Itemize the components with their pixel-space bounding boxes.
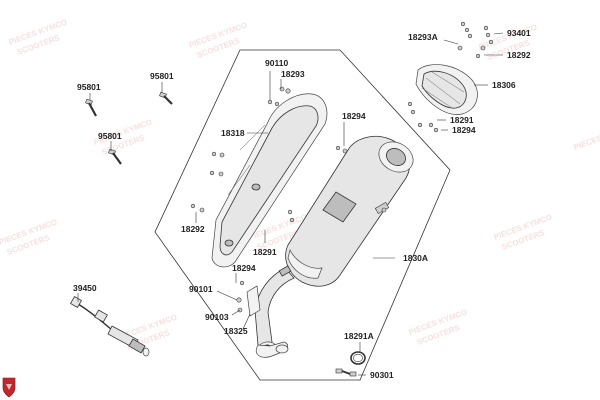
label-95801-a: 95801 [77, 82, 101, 92]
label-90110: 90110 [265, 58, 288, 68]
label-18291A: 18291A [344, 331, 374, 341]
label-18325: 18325 [224, 326, 248, 336]
label-93401: 93401 [507, 28, 531, 38]
label-90101: 90101 [189, 284, 213, 294]
label-18318: 18318 [221, 128, 245, 138]
part-labels: 95801 95801 95801 90110 18293 18318 1829… [73, 28, 531, 380]
heat-shield-18318 [211, 93, 328, 268]
screws-heat-shield [190, 86, 348, 213]
label-18294-c: 18294 [452, 125, 476, 135]
screws-end-cap [407, 21, 494, 133]
end-cap-18306 [415, 64, 478, 115]
label-18294-a: 18294 [342, 111, 366, 121]
watermark-group: PIECES KYMCO SCOOTERS PIECES KYMCO SCOOT… [0, 17, 600, 351]
label-18292-b: 18292 [507, 50, 531, 60]
bolt-95801-b [159, 91, 173, 105]
clamp-18291A [350, 351, 366, 365]
label-18294-b: 18294 [232, 263, 256, 273]
brand-logo-icon [2, 377, 16, 398]
label-39450: 39450 [73, 283, 97, 293]
label-18291-b: 18291 [450, 115, 474, 125]
assembly-frame [154, 49, 451, 381]
o2-sensor-39450 [69, 295, 150, 357]
exhaust-pipe-18325 [254, 265, 295, 358]
label-18306: 18306 [492, 80, 516, 90]
label-95801-c: 95801 [98, 131, 122, 141]
label-18293A: 18293A [408, 32, 438, 42]
bolt-95801-a [85, 98, 97, 117]
screws-90301 [335, 368, 357, 377]
bolt-95801-c [108, 148, 122, 165]
label-1830A: 1830A [403, 253, 428, 263]
label-90103: 90103 [205, 312, 229, 322]
label-18293: 18293 [281, 69, 305, 79]
watermark-text: PIECES KYMCO [573, 122, 600, 151]
label-18292-a: 18292 [181, 224, 205, 234]
muffler-1830A [285, 136, 414, 287]
leader-lines [77, 32, 504, 376]
label-90301: 90301 [370, 370, 394, 380]
gasket-90103 [236, 280, 261, 317]
label-95801-b: 95801 [150, 71, 174, 81]
label-18291-a: 18291 [253, 247, 277, 257]
